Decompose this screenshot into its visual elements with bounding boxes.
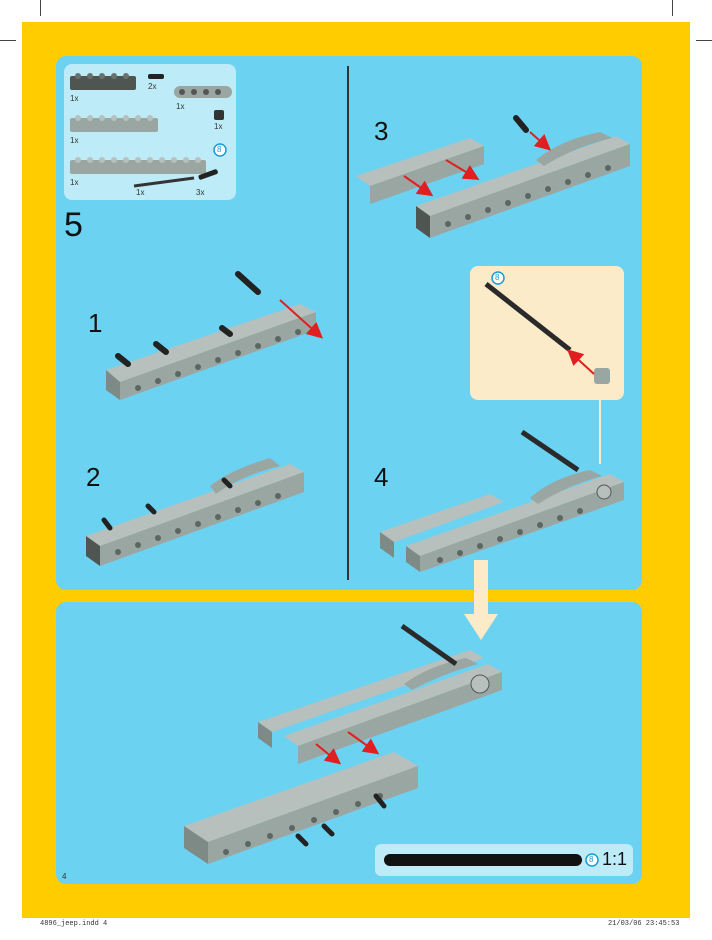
callout-bush (594, 368, 610, 384)
scale-axle-icon (384, 854, 582, 866)
footer-filename: 4896_jeep.indd 4 (40, 920, 108, 928)
brick-1x8-icon (70, 115, 158, 132)
long-pin-icon (198, 169, 218, 180)
step1-insert-arrow (279, 299, 323, 339)
brick-1x6-icon (70, 73, 136, 90)
qty-bush: 1x (214, 122, 223, 131)
scale-badge-icon (585, 853, 599, 867)
page-number: 4 (62, 872, 67, 881)
axle-size-badge-icon (213, 143, 227, 157)
brick-1x12-icon (70, 157, 206, 174)
crop-mark (672, 0, 673, 16)
panel-divider (347, 66, 349, 580)
qty-brick-1x12: 1x (70, 178, 79, 187)
scale-axle-badge: 8 (589, 855, 594, 864)
step2-assembly (86, 458, 304, 566)
qty-pin: 2x (148, 82, 157, 91)
step3-arrows (403, 131, 551, 197)
substep-3-label: 3 (374, 116, 389, 146)
step-group-number: 5 (64, 206, 83, 244)
beam-5-icon (174, 86, 232, 98)
scale-ratio: 1:1 (602, 849, 628, 869)
qty-long-pin: 3x (196, 188, 205, 197)
axle-size-badge: 8 (217, 145, 222, 154)
final-assembly-arrows (315, 731, 380, 765)
callout-axle-badge: 8 (495, 273, 500, 282)
pin-icon (148, 74, 164, 79)
crop-mark (0, 40, 16, 41)
callout-badge-icon (491, 271, 505, 285)
step3-assembly (356, 115, 630, 238)
axle-icon (133, 176, 195, 188)
step1-pins (115, 271, 261, 367)
callout-arrow (567, 349, 595, 375)
qty-brick-1x6: 1x (70, 94, 79, 103)
callout-axle (484, 282, 572, 352)
qty-brick-1x8: 1x (70, 136, 79, 145)
substep-1-label: 1 (88, 308, 103, 338)
substep-4-label: 4 (374, 462, 389, 492)
parts-illustration (70, 73, 232, 188)
substep-2-label: 2 (86, 462, 101, 492)
step1-brick (106, 304, 316, 400)
continue-arrow-icon (464, 560, 498, 640)
parts-inventory: 1x 2x 1x 1x 1x 1x 1x 3x 8 (64, 64, 236, 200)
final-assembly (184, 623, 502, 864)
step4-assembly (380, 429, 624, 572)
footer-datetime: 21/03/06 23:45:53 (608, 920, 680, 928)
qty-beam-5: 1x (176, 102, 185, 111)
bush-icon (214, 110, 224, 120)
crop-mark (40, 0, 41, 16)
qty-axle: 1x (136, 188, 145, 197)
crop-mark (696, 40, 712, 41)
